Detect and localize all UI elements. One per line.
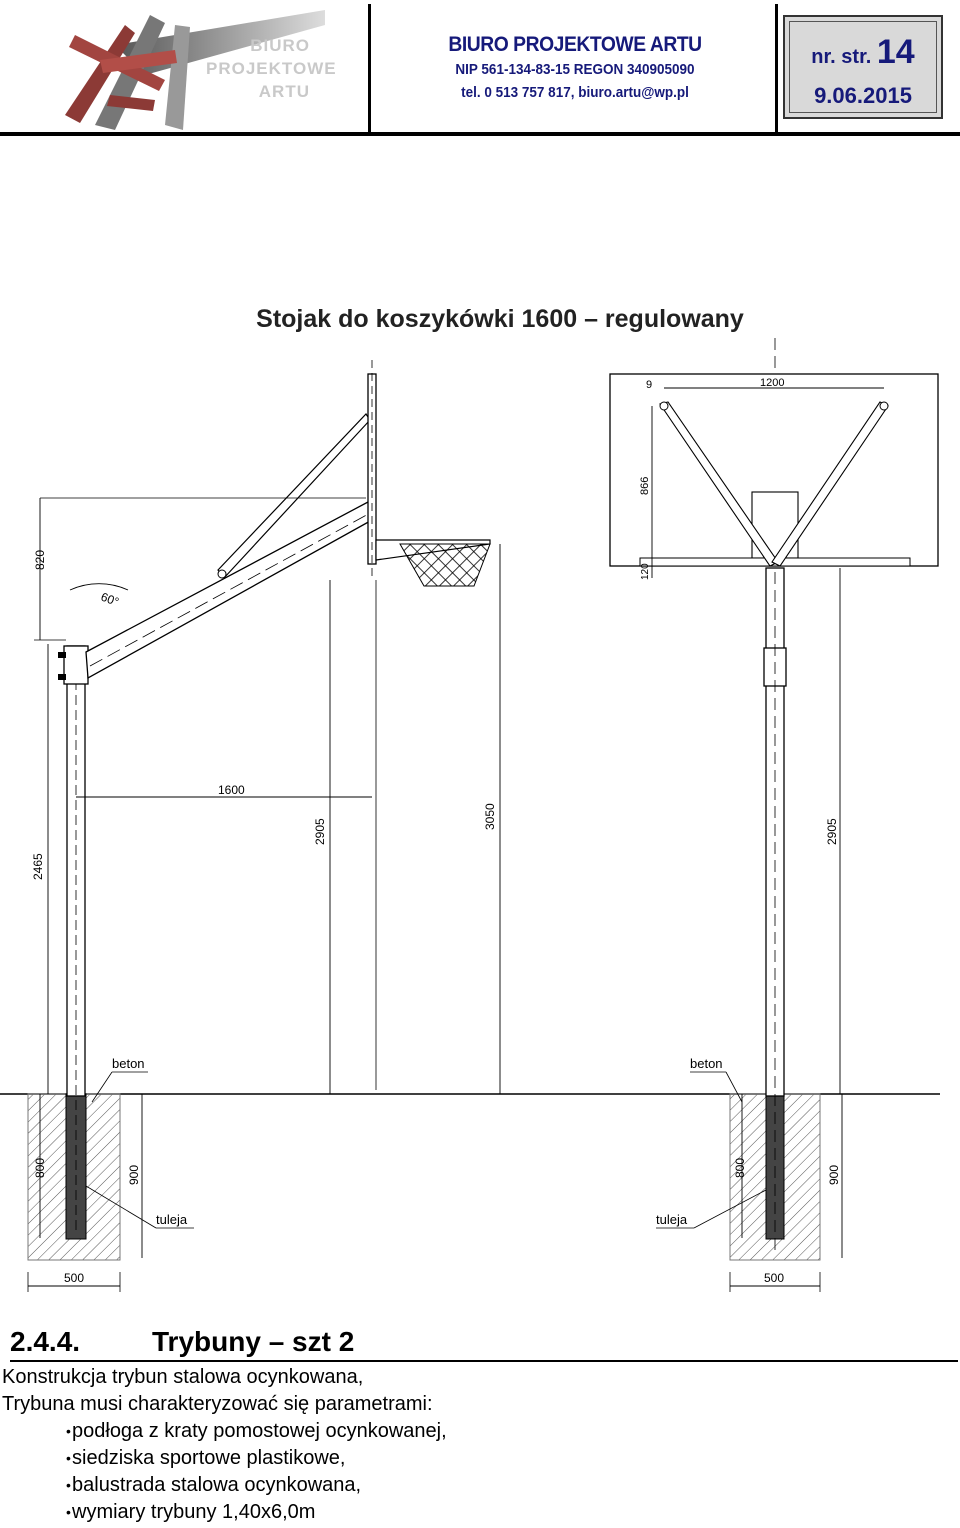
body-line-1: Konstrukcja trybun stalowa ocynkowana,	[2, 1366, 364, 1388]
label-side-beton: beton	[112, 1056, 145, 1071]
header-divider-1	[368, 4, 371, 134]
dim-side-60: 60°	[99, 590, 121, 609]
company-nip-regon: NIP 561-134-83-15 REGON 340905090	[455, 61, 695, 78]
company-contact: tel. 0 513 757 817, biuro.artu@wp.pl	[461, 84, 689, 101]
logo-word-2: PROJEKTOWE	[206, 59, 337, 78]
dim-side-2465: 2465	[31, 853, 45, 880]
side-net	[399, 543, 491, 587]
page-number-box: nr. str. 14 9.06.2015	[783, 15, 943, 119]
list-item: •siedziska sportowe plastikowe,	[66, 1447, 346, 1469]
label-side-tuleja: tuleja	[156, 1212, 188, 1227]
dim-front-866: 866	[639, 477, 651, 495]
dim-front-9: 9	[646, 379, 652, 391]
page-header: BIURO PROJEKTOWE ARTU BIURO PROJEKTOWE A…	[0, 0, 960, 138]
dim-front-500: 500	[764, 1271, 784, 1285]
dim-front-900: 900	[827, 1165, 841, 1185]
dim-front-2905: 2905	[825, 818, 839, 845]
dim-front-1200: 1200	[760, 377, 784, 389]
section-body: Konstrukcja trybun stalowa ocynkowana, T…	[2, 1364, 447, 1526]
front-view: 1200 9 866 120 2905 800 900 500 beton tu…	[609, 338, 939, 1292]
dim-side-800: 800	[33, 1158, 47, 1178]
side-bracket	[63, 645, 89, 685]
logo-word-1: BIURO	[250, 36, 310, 55]
page-number: nr. str. 14	[811, 33, 915, 71]
list-item: •podłoga z kraty pomostowej ocynkowanej,	[66, 1420, 447, 1442]
label-front-beton: beton	[690, 1056, 723, 1071]
company-name: BIURO PROJEKTOWE ARTU	[448, 33, 702, 56]
dim-front-800: 800	[733, 1158, 747, 1178]
company-info: BIURO PROJEKTOWE ARTU NIP 561-134-83-15 …	[380, 32, 770, 104]
page-date: 9.06.2015	[814, 83, 912, 108]
dim-side-900: 900	[127, 1165, 141, 1185]
dim-side-2905: 2905	[313, 818, 327, 845]
company-logo	[65, 10, 325, 130]
side-view: 820 60° 1600 2465 2905 3050 800 900 500 …	[27, 360, 501, 1292]
dim-side-820: 820	[33, 550, 47, 570]
section-title: Trybuny – szt 2	[152, 1326, 355, 1357]
list-item: •balustrada stalowa ocynkowana,	[66, 1474, 362, 1496]
parameter-list: •podłoga z kraty pomostowej ocynkowanej,…	[2, 1418, 447, 1526]
body-line-2: Trybuna musi charakteryzować się paramet…	[2, 1393, 433, 1415]
logo-text: BIURO PROJEKTOWE ARTU	[206, 34, 337, 103]
dim-side-500: 500	[64, 1271, 84, 1285]
header-rule	[0, 132, 960, 136]
logo-word-3: ARTU	[258, 82, 310, 101]
section-heading: 2.4.4. Trybuny – szt 2	[10, 1326, 958, 1362]
drawing-title: Stojak do koszykówki 1600 – regulowany	[256, 305, 744, 333]
section-number: 2.4.4.	[10, 1326, 81, 1357]
technical-drawing: Stojak do koszykówki 1600 – regulowany 8…	[0, 305, 940, 1292]
list-item: •wymiary trybuny 1,40x6,0m	[66, 1501, 316, 1523]
label-front-tuleja: tuleja	[656, 1212, 688, 1227]
dim-front-120: 120	[640, 563, 651, 580]
dim-side-1600: 1600	[218, 783, 245, 797]
side-boom-arm	[85, 501, 373, 680]
dim-side-3050: 3050	[483, 803, 497, 830]
header-divider-2	[775, 4, 778, 134]
